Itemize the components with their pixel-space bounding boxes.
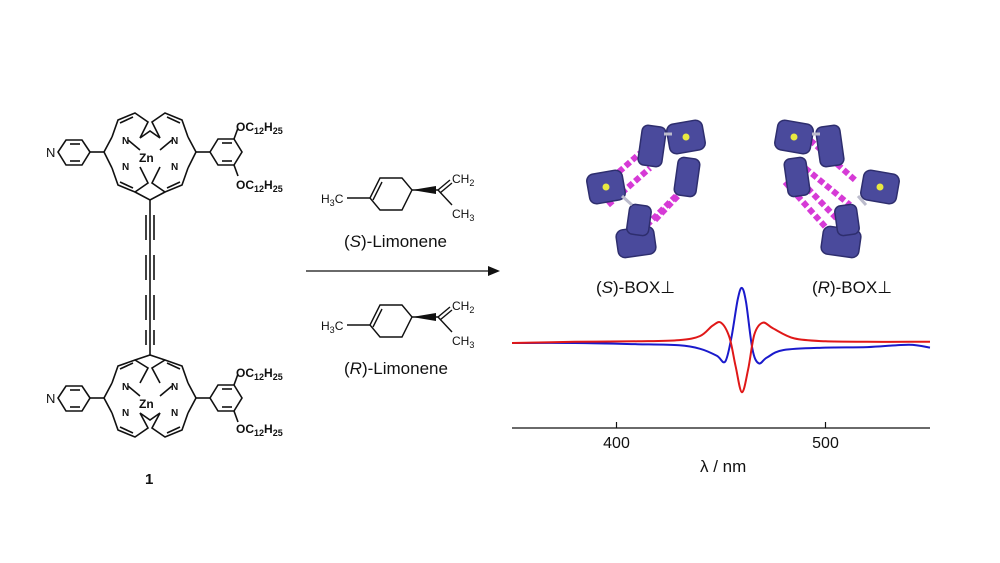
- methyl-label-top: H3C: [321, 192, 344, 208]
- ring-n-tr2: N: [171, 382, 178, 393]
- alkoxy-label-2: OC12H25: [236, 178, 283, 194]
- alkoxy-label-1: OC12H25: [236, 120, 283, 136]
- pyridine-n-bottom: N: [46, 391, 55, 406]
- limonene-bottom: H3C CH2 CH3 (R)-Limonene: [321, 299, 474, 378]
- x-ticks: 400 500: [603, 422, 839, 452]
- porphyrin-bottom: [57, 354, 243, 438]
- wedge-bond-bottom: [412, 313, 436, 321]
- reagent-name-bottom: (R)-Limonene: [344, 359, 448, 378]
- compound-number: 1: [145, 471, 153, 488]
- ch3-label-top: CH3: [452, 207, 474, 223]
- ring-n-bl: N: [122, 162, 129, 173]
- wedge-bond-top: [412, 186, 436, 194]
- red-cd-curve: [511, 321, 930, 394]
- methyl-label-bottom: H3C: [321, 319, 344, 335]
- porphyrin-top: [57, 112, 243, 201]
- ring-n-tl2: N: [122, 382, 129, 393]
- ch3-label-bottom: CH3: [452, 334, 474, 350]
- zn-label-bottom: Zn: [139, 397, 154, 411]
- zn-label-top: Zn: [139, 151, 154, 165]
- polyyne-bridge: [145, 200, 155, 355]
- ch2-label-top: CH2: [452, 172, 474, 188]
- molecule-labels: Zn Zn N N N N N N N N N N OC12H25 OC12H2…: [46, 120, 283, 488]
- x-axis-label: λ / nm: [700, 457, 746, 476]
- alkoxy-label-3: OC12H25: [236, 366, 283, 382]
- cd-series: [511, 286, 931, 394]
- r-box-model: [774, 119, 900, 259]
- ring-n-br: N: [171, 162, 178, 173]
- pyridine-n-top: N: [46, 145, 55, 160]
- ch2-label-bottom: CH2: [452, 299, 474, 315]
- blue-cd-curve: [511, 286, 931, 365]
- reagent-name-top: (S)-Limonene: [344, 232, 447, 251]
- ring-n-bl2: N: [122, 408, 129, 419]
- ring-n-br2: N: [171, 408, 178, 419]
- ring-n-tl: N: [122, 136, 129, 147]
- cd-chart: 400 500 λ / nm: [511, 286, 931, 476]
- s-box-label: (S)-BOX⊥: [596, 278, 675, 297]
- alkoxy-label-4: OC12H25: [236, 422, 283, 438]
- x-tick-label: 400: [603, 435, 630, 452]
- r-box-label: (R)-BOX⊥: [812, 278, 892, 297]
- s-box-model: [586, 119, 706, 259]
- reaction-arrow: [306, 266, 500, 276]
- x-tick-label: 500: [812, 435, 839, 452]
- limonene-top: H3C CH2 CH3 (S)-Limonene: [321, 172, 474, 251]
- molecule-1: [57, 112, 243, 438]
- ring-n-tr: N: [171, 136, 178, 147]
